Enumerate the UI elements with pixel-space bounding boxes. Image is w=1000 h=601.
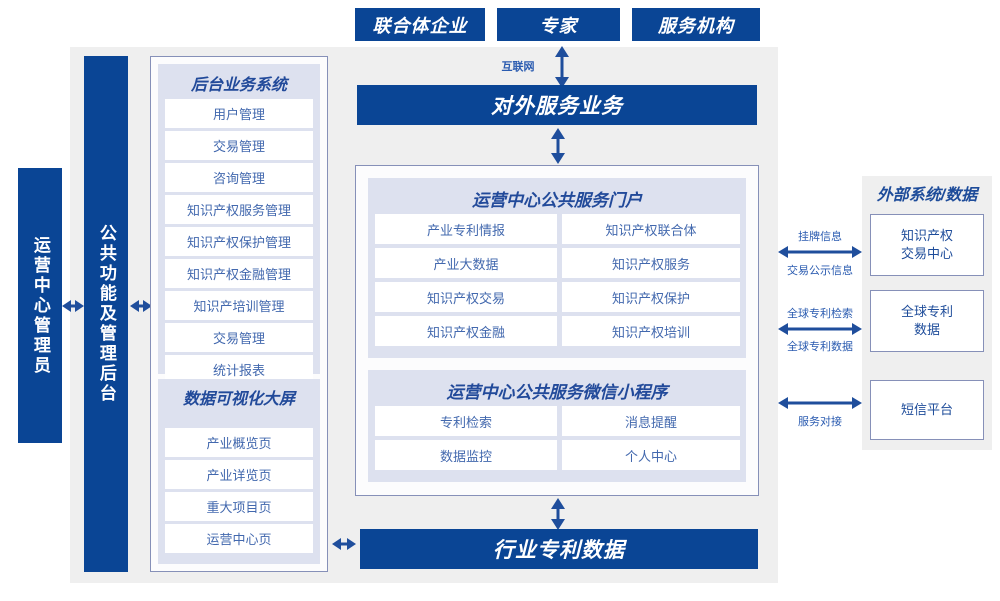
backend-item-transaction-management[interactable]: 交易管理: [165, 131, 313, 160]
left-bar-operation-center-admin[interactable]: 运营中心管理员: [18, 168, 62, 443]
miniprogram-item-data-monitor[interactable]: 数据监控: [375, 440, 557, 470]
portal-item-ip-service[interactable]: 知识产权服务: [562, 248, 740, 278]
bottom-bar-industry-patent-data[interactable]: 行业专利数据: [360, 529, 758, 569]
backend-item-ip-protection-management[interactable]: 知识产权保护管理: [165, 227, 313, 256]
miniprogram-item-patent-search[interactable]: 专利检索: [375, 406, 557, 436]
backend-item-ip-training-management[interactable]: 知识产培训管理: [165, 291, 313, 320]
portal-title: 运营中心公共服务门户: [472, 190, 642, 210]
arrow-backend-to-business-system: [130, 300, 152, 312]
portal-item-ip-transaction[interactable]: 知识产权交易: [375, 282, 557, 312]
connector-label-global-patent-data: 全球专利数据: [787, 341, 853, 353]
arrow-internet: [555, 46, 569, 88]
actor-box-union-enterprise[interactable]: 联合体企业: [355, 8, 485, 41]
portal-item-ip-union[interactable]: 知识产权联合体: [562, 214, 740, 244]
portal-item-ip-protection[interactable]: 知识产权保护: [562, 282, 740, 312]
connector-label-global-patent-search: 全球专利检索: [787, 308, 853, 320]
dashboard-item-major-project[interactable]: 重大项目页: [165, 492, 313, 521]
arrow-external-global-patent: [778, 323, 862, 335]
actor-box-expert[interactable]: 专家: [497, 8, 620, 41]
miniprogram-item-personal-center[interactable]: 个人中心: [562, 440, 740, 470]
portal-item-industry-bigdata[interactable]: 产业大数据: [375, 248, 557, 278]
left-bar-label: 运营中心管理员: [30, 235, 50, 376]
arrow-external-listing: [778, 246, 862, 258]
backend-item-ip-finance-management[interactable]: 知识产权金融管理: [165, 259, 313, 288]
arrow-portal-to-bottom-bar: [551, 498, 565, 530]
miniprogram-item-message-alert[interactable]: 消息提醒: [562, 406, 740, 436]
external-box-global-patent-data[interactable]: 全球专利 数据: [870, 290, 984, 352]
left-bar-label: 公共功能及管理后台: [96, 224, 116, 404]
actor-label: 联合体企业: [372, 15, 468, 36]
connector-label-internet: 互联网: [501, 61, 535, 73]
backend-item-transaction-management-2[interactable]: 交易管理: [165, 323, 313, 352]
actor-label: 服务机构: [658, 15, 734, 36]
external-box-sms-platform[interactable]: 短信平台: [870, 380, 984, 440]
connector-label-transaction-public-info: 交易公示信息: [787, 265, 853, 277]
external-panel-title: 外部系统/数据: [876, 187, 978, 204]
portal-item-ip-training[interactable]: 知识产权培训: [562, 316, 740, 346]
connector-label-listing-info: 挂牌信息: [798, 231, 842, 243]
backend-item-ip-service-management[interactable]: 知识产权服务管理: [165, 195, 313, 224]
miniprogram-title: 运营中心公共服务微信小程序: [446, 382, 668, 402]
left-bar-common-function-backend[interactable]: 公共功能及管理后台: [84, 56, 128, 572]
arrow-service-to-portal: [551, 128, 565, 164]
portal-item-industry-patent-intel[interactable]: 产业专利情报: [375, 214, 557, 244]
arrow-dashboard-to-bottom-bar: [332, 538, 356, 550]
backend-item-user-management[interactable]: 用户管理: [165, 99, 313, 128]
backend-item-consultation-management[interactable]: 咨询管理: [165, 163, 313, 192]
dashboard-item-industry-overview[interactable]: 产业概览页: [165, 428, 313, 457]
portal-item-ip-finance[interactable]: 知识产权金融: [375, 316, 557, 346]
backend-business-system-title: 后台业务系统: [190, 77, 287, 94]
actor-box-service-agency[interactable]: 服务机构: [632, 8, 760, 41]
dashboard-item-operation-center[interactable]: 运营中心页: [165, 524, 313, 553]
external-service-business-bar[interactable]: 对外服务业务: [357, 85, 757, 125]
actor-label: 专家: [539, 15, 578, 36]
data-visualization-title: 数据可视化大屏: [182, 391, 295, 408]
external-box-ip-trading-center[interactable]: 知识产权 交易中心: [870, 214, 984, 276]
arrow-external-sms: [778, 397, 862, 409]
arrow-admin-to-backend: [62, 300, 84, 312]
dashboard-item-industry-detail[interactable]: 产业详览页: [165, 460, 313, 489]
connector-label-service-docking: 服务对接: [798, 416, 842, 428]
